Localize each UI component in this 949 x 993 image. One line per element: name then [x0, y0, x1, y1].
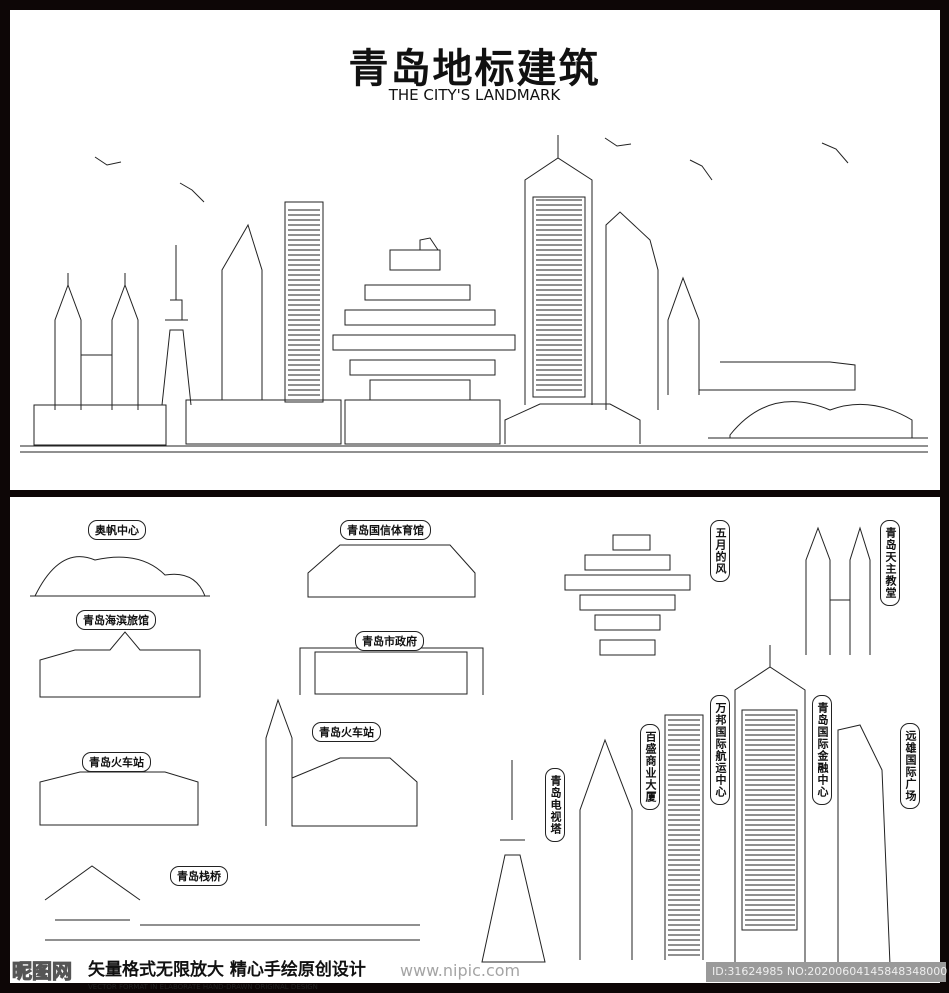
label-huochezhan-2: 青岛火车站: [312, 722, 381, 742]
watermark-id: ID:31624985 NO:20200604145848348000: [706, 962, 947, 982]
label-aofan: 奥帆中心: [88, 520, 146, 540]
footer-subtitle: VECTOR FORMAT IN ELABORATE HAND-DRAWN OR…: [88, 983, 318, 991]
label-guoxin: 青岛国信体育馆: [340, 520, 431, 540]
label-yuanxiong: 远雄国际广场: [900, 723, 920, 809]
skyline-windows: [288, 199, 795, 956]
label-haibin: 青岛海滨旅馆: [76, 610, 156, 630]
label-wuyue: 五月的风: [710, 520, 730, 582]
watermark-url: www.nipic.com: [400, 961, 521, 980]
footer-slogan: 矢量格式无限放大 精心手绘原创设计: [88, 960, 366, 980]
label-wanbang: 万邦国际航运中心: [710, 695, 730, 805]
label-shizhengfu: 青岛市政府: [355, 631, 424, 651]
page-subtitle: THE CITY'S LANDMARK: [388, 86, 561, 104]
page-title: 青岛地标建筑: [348, 46, 601, 92]
watermark-logo: 昵图网: [12, 959, 73, 983]
skyline-panel: [10, 10, 940, 490]
label-jinrong: 青岛国际金融中心: [812, 695, 832, 805]
skyline: [20, 135, 928, 956]
label-zhanqiao: 青岛栈桥: [170, 866, 228, 886]
label-dianshita: 青岛电视塔: [545, 768, 565, 842]
landmarks: [30, 526, 891, 966]
label-huochezhan-1: 青岛火车站: [82, 752, 151, 772]
label-tianzhu: 青岛天主教堂: [880, 520, 900, 606]
label-baisheng: 百盛商业大厦: [640, 724, 660, 810]
